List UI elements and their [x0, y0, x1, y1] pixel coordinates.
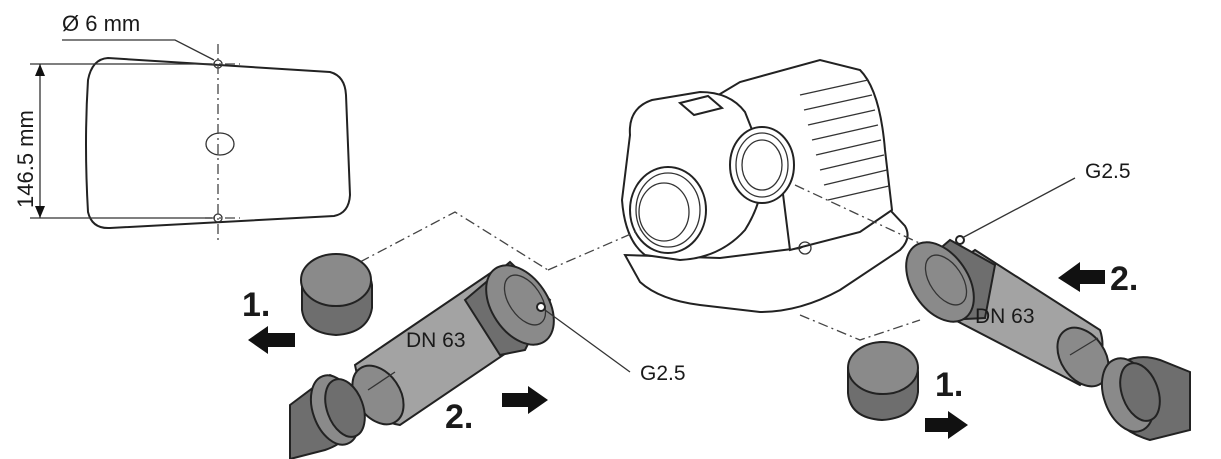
arrow-right-icon: [502, 386, 548, 414]
hole-diameter-label: Ø 6 mm: [62, 11, 140, 36]
motor-housing: [708, 58, 894, 252]
dimension-arrow-up-icon: [35, 64, 45, 76]
thread-label-right: G2.5: [1085, 160, 1131, 183]
arrow-left-icon: [248, 326, 295, 354]
hose-left: [289, 373, 366, 459]
height-label: 146.5 mm: [13, 110, 38, 208]
thread-leader-right: [961, 177, 1076, 239]
step2-label-left: 2.: [445, 398, 473, 436]
thread-marker-left: [536, 302, 546, 312]
hose-label-left: DN 63: [406, 329, 466, 352]
diameter-leader: [62, 39, 215, 61]
pump-body: [620, 58, 909, 314]
step1-label-right: 1.: [935, 366, 963, 404]
outlet-port-thread: [729, 126, 795, 204]
pump-top-button: [677, 94, 725, 117]
base-screw: [798, 241, 812, 255]
hose-right: [1100, 356, 1191, 442]
thread-label-left: G2.5: [640, 362, 686, 385]
center-hole: [205, 132, 235, 156]
thread-leader-left: [544, 309, 631, 373]
step1-label-left: 1.: [242, 286, 270, 324]
hose-label-right: DN 63: [975, 305, 1035, 328]
blanking-cap-left: [300, 253, 373, 337]
base-plate-outline: [85, 57, 351, 230]
dimension-arrow-down-icon: [35, 206, 45, 218]
blanking-cap-right: [847, 340, 919, 422]
step2-label-right: 2.: [1110, 260, 1138, 298]
hose-adapter-right: [905, 235, 1110, 388]
arrow-left-icon: [1058, 262, 1105, 292]
cooling-fins: [799, 79, 890, 201]
arrow-right-icon: [925, 411, 968, 439]
hose-adapter-left: [351, 260, 555, 427]
base-plate-drawing: [30, 39, 351, 240]
